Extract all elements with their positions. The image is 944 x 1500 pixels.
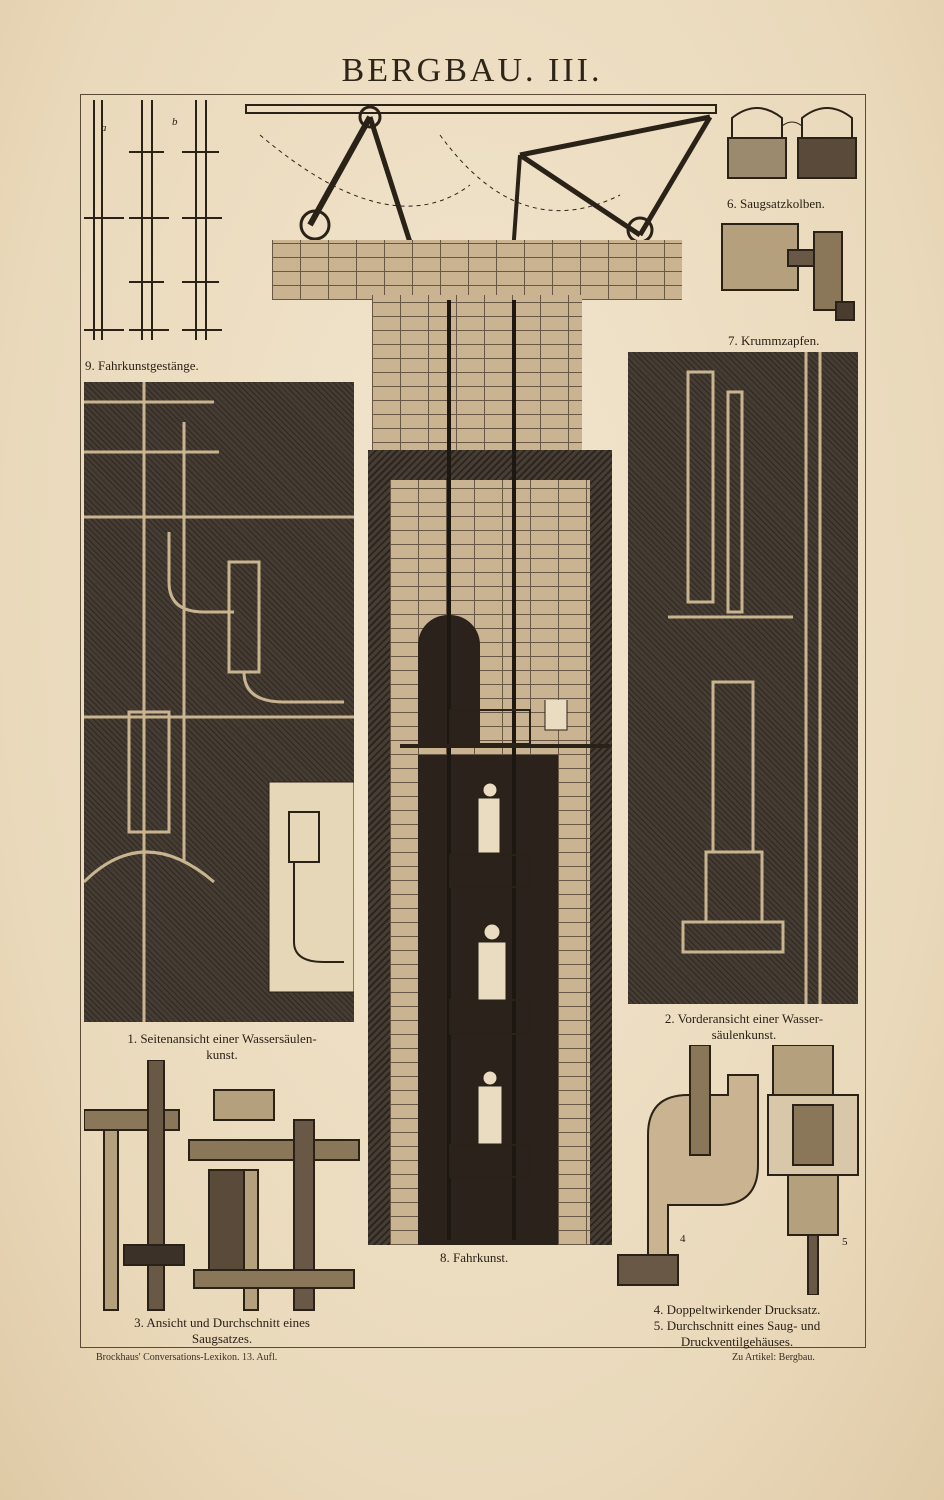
fig5-caption-line2: Druckventilgehäuses. <box>680 1334 794 1349</box>
fig9-mark-b: b <box>172 116 178 128</box>
fig3-illustration <box>84 1060 360 1311</box>
fig1-illustration <box>84 382 354 1022</box>
fig4-mark: 4 <box>680 1233 686 1245</box>
fig1-caption-line1: 1. Seitenansicht einer Wassersäulen- <box>127 1031 317 1046</box>
plate-frame <box>80 94 866 1348</box>
fig4-fig5-caption: 4. Doppeltwirkender Drucksatz. 5. Durchs… <box>610 1302 864 1350</box>
fig4-fig5-illustration <box>617 1045 859 1295</box>
page-title: BERGBAU. III. <box>341 52 603 89</box>
footer-article: Zu Artikel: Bergbau. <box>732 1352 815 1363</box>
fig1-caption-line2: kunst. <box>206 1047 238 1062</box>
fig8-platforms-illustration <box>400 700 610 1178</box>
fig6-illustration <box>727 107 857 179</box>
fig9-illustration <box>84 100 222 340</box>
fig7-illustration <box>721 223 855 321</box>
fig9-mark-a: a <box>101 122 107 134</box>
fig8-rod-left <box>447 300 451 1240</box>
fig9-caption: 9. Fahrkunstgestänge. <box>85 358 199 373</box>
fig2-caption: 2. Vorderansicht einer Wasser- säulenkun… <box>628 1011 860 1043</box>
fig7-caption: 7. Krummzapfen. <box>728 333 820 348</box>
fig3-caption-line1: 3. Ansicht und Durchschnitt eines <box>134 1315 310 1330</box>
fig2-illustration <box>628 352 858 1004</box>
fig5-mark: 5 <box>842 1236 848 1248</box>
fig2-caption-line1: 2. Vorderansicht einer Wasser- <box>664 1011 824 1026</box>
fig5-caption-line1: 5. Durchschnitt eines Saug- und <box>653 1318 821 1333</box>
fig1-caption: 1. Seitenansicht einer Wassersäulen- kun… <box>86 1031 358 1063</box>
fig3-caption: 3. Ansicht und Durchschnitt eines Saugsa… <box>84 1315 360 1347</box>
fig6-caption: 6. Saugsatzkolben. <box>727 196 825 211</box>
fig3-caption-line2: Saugsatzes. <box>191 1331 253 1346</box>
fig8-shaft-header <box>272 240 682 300</box>
footer-source: Brockhaus' Conversations-Lexikon. 13. Au… <box>96 1352 278 1363</box>
fig8-caption: 8. Fahrkunst. <box>440 1250 509 1265</box>
fig8-rod-right <box>512 300 516 1240</box>
fig2-caption-line2: säulenkunst. <box>711 1027 777 1042</box>
fig4-caption: 4. Doppeltwirkender Drucksatz. <box>653 1302 821 1317</box>
